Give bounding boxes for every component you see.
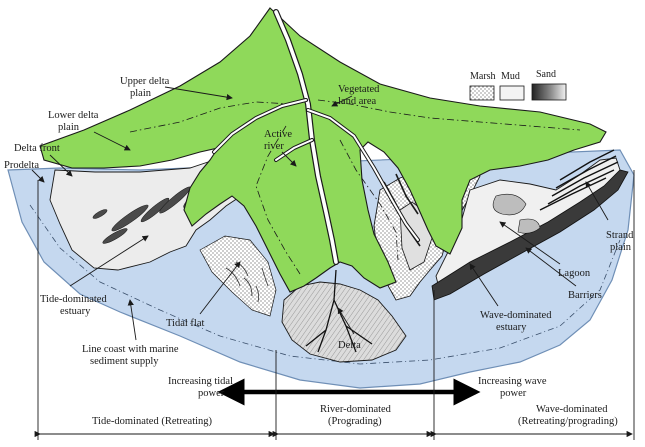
tidal-flat-area — [199, 235, 277, 317]
label-lagoon: Lagoon — [558, 268, 591, 279]
leader-arrows — [31, 86, 609, 341]
legend-sand-label: Sand — [536, 69, 556, 80]
lagoon-sand-bodies — [492, 193, 541, 234]
shelf-break-line — [29, 204, 621, 365]
label-barriers: Barriers — [568, 290, 602, 301]
label-delta: Delta — [338, 340, 361, 351]
label-tidal-flat: Tidal flat — [166, 318, 204, 329]
legend-sand-swatch — [531, 83, 567, 101]
label-prodelta: Prodelta — [4, 160, 39, 171]
legend-mud-swatch — [499, 85, 525, 101]
strand-plain-ridges — [539, 149, 619, 211]
label-delta-front: Delta front — [14, 143, 60, 154]
zone-bracket — [34, 170, 635, 440]
delta-plain-boundaries — [129, 99, 581, 275]
vegetated-land — [39, 7, 607, 293]
legend-marsh-swatch — [469, 85, 495, 101]
zone-river-dominated: River-dominated(Prograding) — [320, 404, 392, 427]
legend-mud-label: Mud — [501, 71, 520, 82]
legend: Marsh Mud Sand — [469, 69, 567, 101]
legend-marsh-label: Marsh — [470, 71, 496, 82]
zone-wave-dominated: Wave-dominated(Retreating/prograding) — [518, 404, 618, 427]
zone-tide-dominated: Tide-dominated (Retreating) — [92, 416, 213, 427]
